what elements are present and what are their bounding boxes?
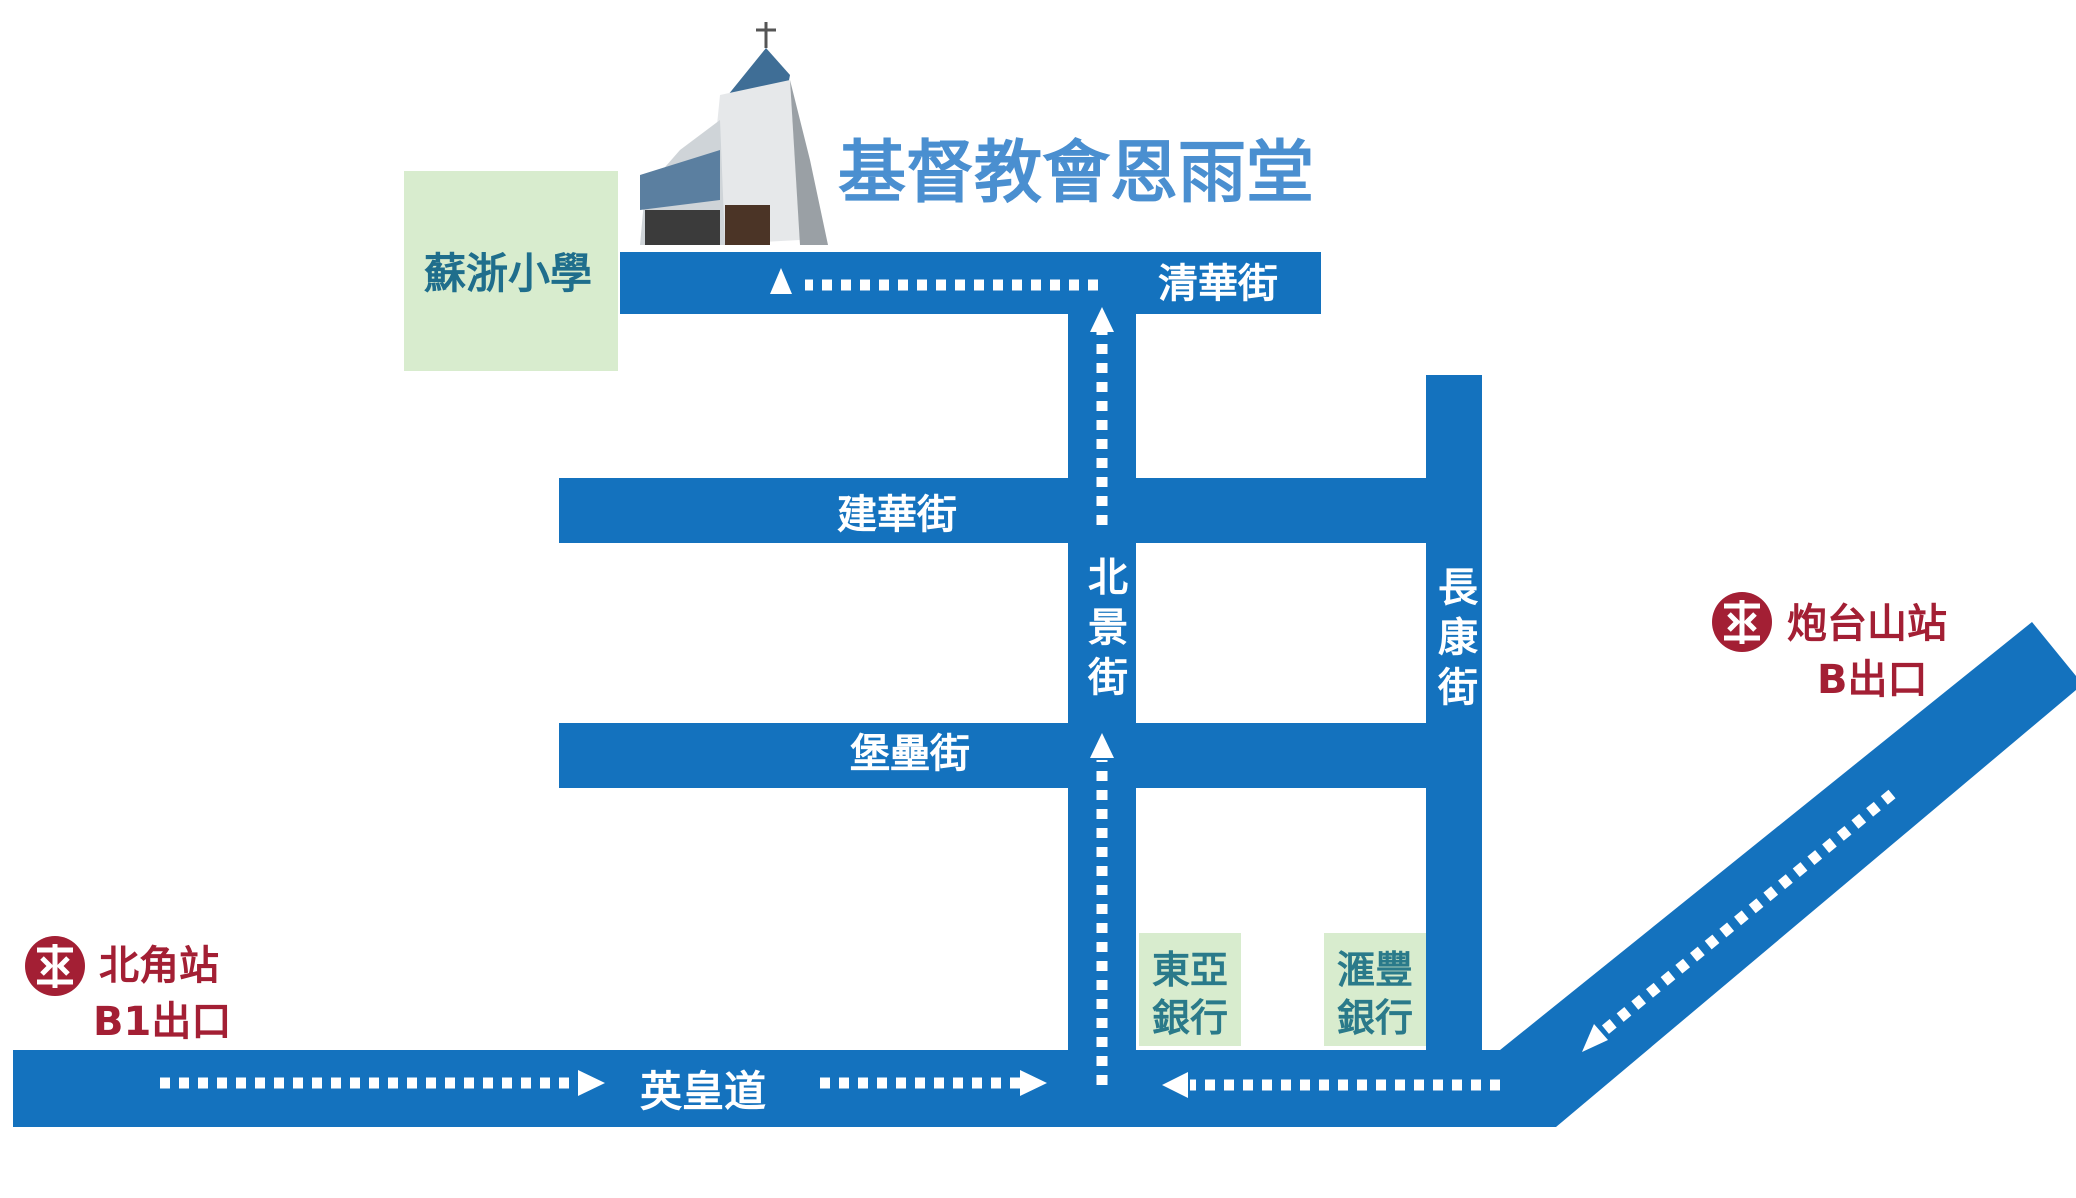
church-building-image [640, 22, 828, 245]
mtr-logo-icon [1712, 592, 1772, 652]
route-arrows [578, 268, 1608, 1098]
street-label-pak-king: 北景街 [1081, 556, 1127, 706]
road-kings-road [13, 1050, 1556, 1127]
arrow-right-icon [578, 1070, 605, 1096]
bank-hsbc-line2: 銀行 [1336, 995, 1413, 1040]
school-block: 蘇浙小學 [404, 171, 618, 371]
arrow-down-left-icon [1582, 1024, 1608, 1052]
bank-bea-line2: 銀行 [1151, 995, 1228, 1040]
arrow-left-icon [1162, 1072, 1188, 1098]
street-label-fortress: 堡壘街 [850, 731, 970, 777]
road-kin-wah [559, 478, 1426, 543]
arrow-up-icon [1090, 733, 1114, 758]
roads [13, 252, 2076, 1127]
road-ching-wah [620, 252, 1321, 314]
station-fortress-hill: 炮台山站 [1787, 601, 1947, 647]
road-fortress [559, 723, 1426, 788]
school-label: 蘇浙小學 [424, 249, 593, 298]
street-label-cheung-hong: 長康街 [1431, 566, 1477, 716]
station-north-point-exit: B1出口 [93, 999, 232, 1045]
arrow-up-icon [1090, 307, 1114, 332]
street-label-kin-wah: 建華街 [837, 492, 957, 538]
arrow-up-icon [770, 268, 792, 294]
street-label-kings-road: 英皇道 [640, 1067, 767, 1116]
street-label-ching-wah: 清華街 [1158, 261, 1278, 307]
bank-bea-line1: 東亞 [1151, 948, 1228, 992]
bank-hsbc-line1: 滙豐 [1336, 948, 1413, 992]
walking-route [160, 279, 1896, 1091]
mtr-logo-icon [25, 936, 85, 996]
bank-bea: 東亞 銀行 [1139, 933, 1241, 1046]
road-cheung-hong [1426, 375, 1482, 1060]
station-fortress-hill-exit: B出口 [1817, 657, 1928, 703]
station-north-point: 北角站 [99, 943, 219, 989]
road-diagonal [1500, 622, 2076, 1127]
arrow-right-icon [1020, 1070, 1047, 1096]
bank-hsbc: 滙豐 銀行 [1324, 933, 1426, 1046]
church-title: 基督教會恩雨堂 [838, 134, 1315, 213]
